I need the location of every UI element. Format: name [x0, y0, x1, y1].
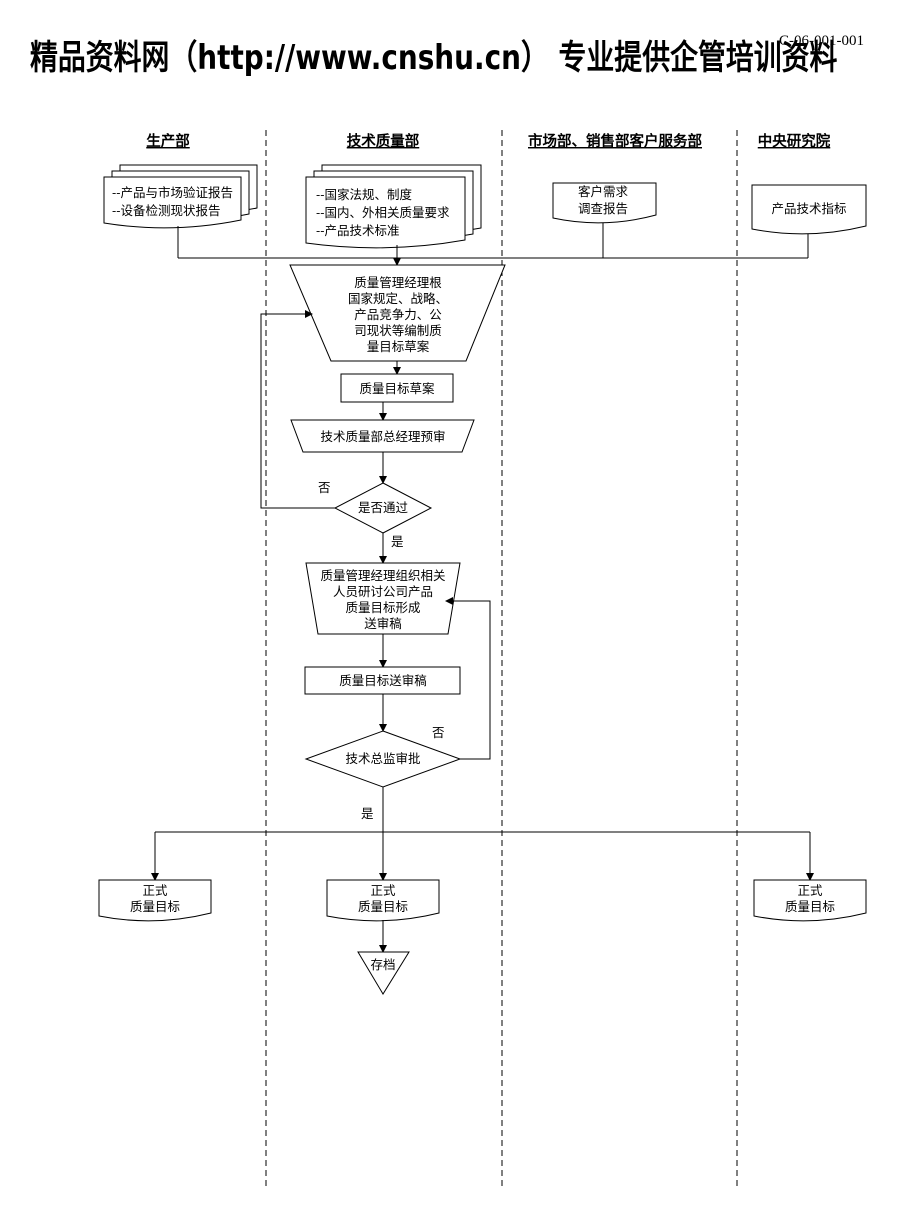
input-connectors — [177, 223, 809, 266]
final-target-document-institute — [753, 879, 867, 922]
submit-document-box — [304, 666, 461, 695]
organize-process-line-2: 人员研讨公司产品 — [333, 584, 433, 599]
market-input-document — [552, 182, 657, 224]
pass-decision-label: 是否通过 — [358, 500, 409, 515]
final-right-line-2: 质量目标 — [785, 899, 835, 914]
lane-header-market-sales: 市场部、销售部客户服务部 — [528, 132, 702, 150]
distribution-connectors — [151, 831, 814, 881]
lane-dividers — [265, 130, 738, 1190]
approve-label-1: 是 — [391, 534, 404, 549]
tech-quality-input-line-3: --产品技术标准 — [316, 223, 399, 238]
reject-label-1: 否 — [318, 480, 331, 495]
draft-process-shape — [289, 264, 506, 362]
document-code: C-06-001-001 — [779, 33, 864, 49]
lane-header-production: 生产部 — [146, 132, 190, 150]
draft-process-line-4: 司现状等编制质 — [354, 323, 442, 338]
organize-process-line-4: 送审稿 — [364, 616, 402, 631]
draft-process-line-2: 国家规定、战略、 — [348, 291, 448, 306]
lane-header-institute: 中央研究院 — [758, 132, 831, 150]
final-center-line-2: 质量目标 — [358, 899, 408, 914]
tech-quality-input-line-2: --国内、外相关质量要求 — [316, 205, 450, 220]
reject-loop-connector-2 — [445, 597, 491, 760]
submit-document-label: 质量目标送审稿 — [339, 673, 427, 688]
organize-process-line-1: 质量管理经理组织相关 — [320, 568, 445, 583]
final-target-document-production — [98, 879, 212, 922]
institute-input-document — [751, 184, 867, 235]
archive-triangle — [357, 951, 410, 995]
archive-label: 存档 — [370, 957, 395, 972]
approve-label-2: 是 — [361, 806, 374, 821]
organize-process-line-3: 质量目标形成 — [345, 600, 420, 615]
pre-review-label: 技术质量部总经理预审 — [320, 429, 445, 444]
pre-review-shape — [290, 419, 475, 453]
final-right-line-1: 正式 — [797, 883, 823, 898]
lane-header-tech-quality: 技术质量部 — [347, 132, 420, 150]
production-input-line-1: --产品与市场验证报告 — [112, 185, 233, 200]
tech-quality-input-line-1: --国家法规、制度 — [316, 187, 412, 202]
final-center-line-1: 正式 — [370, 883, 396, 898]
production-input-documents — [103, 164, 258, 229]
draft-document-box — [340, 373, 454, 403]
final-left-line-1: 正式 — [142, 883, 168, 898]
page-header-title: 精品资料网（http://www.cnshu.cn） 专业提供企管培训资料 — [30, 38, 838, 78]
institute-input-line-1: 产品技术指标 — [771, 201, 846, 216]
draft-process-line-5: 量目标草案 — [367, 339, 430, 354]
production-input-line-2: --设备检测现状报告 — [112, 203, 220, 218]
final-target-document-tech-quality — [326, 879, 440, 922]
market-input-line-2: 调查报告 — [578, 201, 628, 216]
reject-loop-connector — [260, 310, 335, 509]
organize-process-shape — [305, 562, 461, 635]
draft-document-label: 质量目标草案 — [359, 381, 435, 396]
draft-process-line-3: 产品竞争力、公 — [354, 307, 442, 322]
draft-process-line-1: 质量管理经理根 — [354, 275, 442, 290]
tech-quality-input-documents — [305, 164, 482, 249]
director-approval-label: 技术总监审批 — [345, 751, 420, 766]
market-input-line-1: 客户需求 — [578, 184, 629, 199]
reject-label-2: 否 — [432, 725, 445, 740]
final-left-line-2: 质量目标 — [130, 899, 180, 914]
